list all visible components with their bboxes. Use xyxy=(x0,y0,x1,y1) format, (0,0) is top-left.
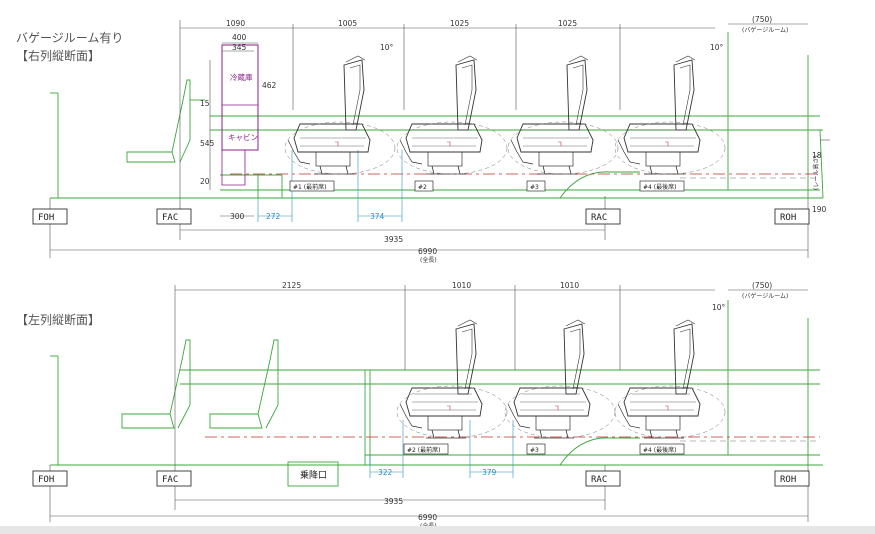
dim-272: 272 xyxy=(266,212,281,221)
right-seat-2 xyxy=(396,55,508,175)
dim-2125: 2125 xyxy=(282,281,301,290)
tag-foh-left-label: FOH xyxy=(38,475,54,485)
seat-label-box-4 xyxy=(639,180,685,192)
tag-fac-right-label: FAC xyxy=(162,213,178,223)
baggage-room-label: (バゲージルーム) xyxy=(742,26,788,34)
seat-label-box-3 xyxy=(526,180,546,192)
dim-1010a: 1010 xyxy=(452,281,471,290)
tag-roh-left-label: ROH xyxy=(780,475,796,485)
left-seat-label-4: #4 (最後席) xyxy=(643,446,676,454)
tag-fac-left xyxy=(156,470,192,487)
seat-label-1: #1 (最前席) xyxy=(293,183,326,191)
left-seat-label-box-3 xyxy=(526,443,546,455)
left-baggage-room-label: (バゲージルーム) xyxy=(742,292,788,300)
seat-label-3: #3 xyxy=(530,184,539,191)
dim-400: 400 xyxy=(232,33,247,42)
left-overall-dim: 6990 xyxy=(418,513,437,522)
recline-angle: 10° xyxy=(380,43,394,52)
dim-1090: 1090 xyxy=(226,19,245,28)
fridge-label: 冷蔵庫 xyxy=(230,72,253,82)
right-top-dim-lines xyxy=(49,20,830,258)
left-dim-750: (750) xyxy=(752,281,772,290)
left-seat-4 xyxy=(614,319,726,439)
seat-label-box-1 xyxy=(289,180,335,192)
diagram-title: バゲージルーム有り xyxy=(16,31,124,45)
tag-fac-left-label: FAC xyxy=(162,475,178,485)
wheelbase-dim: 3935 xyxy=(384,235,403,244)
dim-300: 300 xyxy=(230,212,245,221)
left-section: 2125 1010 1010 (750) (バゲージルーム) 10° 322 3… xyxy=(32,281,823,530)
seat-label-box-2 xyxy=(414,180,434,192)
recline-angle-rear: 10° xyxy=(710,43,724,52)
left-seat-2 xyxy=(396,319,508,439)
right-seat-1 xyxy=(284,55,396,175)
cabinet-label: キャビン xyxy=(228,133,258,142)
left-body-lines xyxy=(50,300,823,487)
dim-379: 379 xyxy=(482,468,497,477)
dim-190: 190 xyxy=(812,205,827,214)
tag-roh-left xyxy=(774,470,810,487)
left-seat-label-2: #2 (最前席) xyxy=(407,446,440,454)
left-blue-dim-lines xyxy=(369,420,514,478)
tag-rac-left xyxy=(585,470,621,487)
dim-1025b: 1025 xyxy=(558,19,577,28)
dim-1025a: 1025 xyxy=(450,19,469,28)
right-seat-3 xyxy=(507,55,619,175)
dim-18: 18 xyxy=(812,151,822,160)
tag-roh-right-label: ROH xyxy=(780,213,796,223)
tag-foh-right-label: FOH xyxy=(38,213,54,223)
right-body-lines xyxy=(50,32,824,199)
left-seat-3 xyxy=(504,319,616,439)
seat-label-2: #2 xyxy=(418,184,427,191)
dim-750: (750) xyxy=(752,15,772,24)
dim-1010b: 1010 xyxy=(560,281,579,290)
window-bottom-edge xyxy=(0,526,875,534)
rail-height-note: (レール高さ) xyxy=(812,155,820,190)
tag-rac-right xyxy=(585,208,621,225)
overall-note: (全長) xyxy=(420,256,437,264)
dim-462: 462 xyxy=(262,81,277,90)
left-recline-angle: 10° xyxy=(712,303,726,312)
dim-15: 15 xyxy=(200,99,210,108)
tag-foh-right xyxy=(32,208,68,225)
seat-label-4: #4 (最後席) xyxy=(643,183,676,191)
tag-rac-right-label: RAC xyxy=(591,213,607,223)
left-seat-label-3: #3 xyxy=(530,447,539,454)
dim-20: 20 xyxy=(200,177,210,186)
left-section-label: 【左列縦断面】 xyxy=(16,313,101,327)
fridge-outline xyxy=(221,44,259,151)
left-seat-label-box-2 xyxy=(403,443,449,455)
right-blue-dim-lines xyxy=(257,150,403,222)
tag-fac-right xyxy=(156,208,192,225)
right-section: 冷蔵庫 キャビン 10 xyxy=(32,15,830,264)
dim-374: 374 xyxy=(370,212,385,221)
tag-foh-left xyxy=(32,470,68,487)
right-seat-4 xyxy=(614,55,726,175)
left-seat-label-box-4 xyxy=(639,443,685,455)
left-top-dim-lines xyxy=(49,285,809,522)
dim-1005: 1005 xyxy=(338,19,357,28)
dim-545: 545 xyxy=(200,139,215,148)
cabinet-outline xyxy=(221,150,246,186)
left-wheelbase-dim: 3935 xyxy=(384,497,403,506)
tag-rac-left-label: RAC xyxy=(591,475,607,485)
door-label: 乗降口 xyxy=(300,469,327,481)
right-section-label: 【右列縦断面】 xyxy=(16,49,101,63)
dim-322: 322 xyxy=(378,468,393,477)
tag-roh-right xyxy=(774,208,810,225)
dim-345: 345 xyxy=(232,43,247,52)
overall-dim: 6990 xyxy=(418,247,437,256)
